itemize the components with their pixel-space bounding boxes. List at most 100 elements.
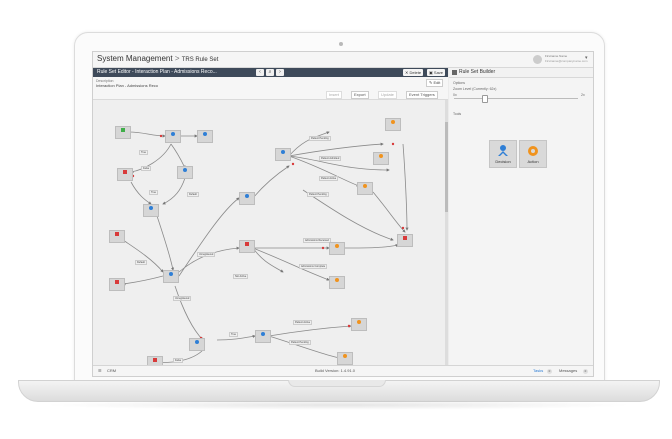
flow-node-stop[interactable]: [109, 230, 125, 243]
pencil-icon: ✎: [429, 80, 433, 85]
avatar[interactable]: [533, 55, 542, 64]
delete-label: Delete: [409, 70, 422, 75]
rule-set-editor-bar: Rule Set Editor - Interaction Plan - Adm…: [93, 68, 448, 77]
flow-node-action[interactable]: [351, 318, 367, 331]
edge-label: Not Active: [233, 274, 249, 279]
edge-label: False: [141, 166, 152, 171]
action-icon: [391, 120, 395, 124]
flow-node-decision[interactable]: [163, 270, 179, 283]
action-icon: [335, 278, 339, 282]
flow-node-decision[interactable]: [189, 338, 205, 351]
decision-tool-tile[interactable]: Decision: [489, 140, 517, 168]
flow-node-action[interactable]: [357, 182, 373, 195]
user-name[interactable]: Firstname Name: [545, 54, 568, 58]
decision-icon: [245, 194, 249, 198]
description-value: Interaction Plan - Admissions Reco: [96, 83, 159, 88]
edge-label: Patient Active: [319, 176, 339, 181]
insert-button[interactable]: Insert: [326, 91, 343, 99]
tasks-count-badge: 0: [547, 369, 552, 374]
save-icon: ▣: [429, 70, 433, 75]
save-button[interactable]: ▣ Save: [427, 69, 446, 76]
flow-node-action[interactable]: [337, 352, 353, 365]
user-email: Firstname@companyname.com: [545, 59, 588, 63]
flow-node-action[interactable]: [373, 152, 389, 165]
edge-label: Default: [135, 260, 147, 265]
edge-label: Admissions Received: [303, 238, 331, 243]
action-icon: [343, 354, 347, 358]
edge-label: True: [139, 150, 149, 155]
flow-node-stop[interactable]: [397, 234, 413, 247]
action-icon: [357, 320, 361, 324]
flow-node-decision[interactable]: [177, 166, 193, 179]
event-triggers-button[interactable]: Event Triggers: [406, 91, 438, 99]
decision-icon: [195, 340, 199, 344]
edge-label: Patient Active: [293, 320, 313, 325]
tasks-link[interactable]: Tasks: [533, 368, 544, 373]
edge-label: Patient Pending: [309, 136, 331, 141]
edge-label: True: [229, 332, 239, 337]
page-title: System Management > TRS Rule Set: [97, 54, 218, 63]
messages-link[interactable]: Messages: [559, 368, 578, 373]
description-toolbar: Description Interaction Plan - Admission…: [93, 77, 448, 100]
flow-node-decision[interactable]: [197, 130, 213, 143]
update-button[interactable]: Update: [378, 91, 397, 99]
action-icon: [379, 154, 383, 158]
prev-button[interactable]: ‹: [256, 69, 264, 76]
action-tool-tile[interactable]: Action: [519, 140, 547, 168]
canvas-scrollbar[interactable]: [445, 100, 448, 365]
stop-icon: [115, 280, 119, 284]
flow-node-stop[interactable]: [109, 278, 125, 291]
zoom-max-label: 2x: [581, 93, 585, 97]
edge-label: True: [149, 190, 159, 195]
edit-button[interactable]: ✎ Edit: [426, 79, 444, 87]
decision-icon: [183, 168, 187, 172]
decision-icon: [261, 332, 265, 336]
breadcrumb-current: TRS Rule Set: [181, 57, 219, 63]
edge-label: False: [173, 358, 184, 363]
flow-node-decision[interactable]: [143, 204, 159, 217]
export-button[interactable]: Export: [351, 91, 369, 99]
zoom-slider-handle[interactable]: [482, 95, 488, 103]
delete-button[interactable]: ✕ Delete: [403, 69, 424, 76]
menu-icon[interactable]: ☰: [98, 368, 102, 373]
flow-node-action[interactable]: [329, 242, 345, 255]
flow-node-start[interactable]: [115, 126, 131, 139]
chevron-down-icon[interactable]: ▾: [585, 55, 588, 61]
app-title[interactable]: System Management: [97, 54, 173, 63]
edit-label: Edit: [433, 80, 441, 85]
screen: System Management > TRS Rule Set Firstna…: [92, 51, 594, 377]
decision-icon: [203, 132, 207, 136]
start-icon: [121, 128, 125, 132]
tools-label: Tools: [453, 112, 462, 116]
flow-node-decision[interactable]: [275, 148, 291, 161]
edge-label: Default: [187, 192, 199, 197]
flow-node-action[interactable]: [329, 276, 345, 289]
decision-icon: [281, 150, 285, 154]
edge-label: Admissions Complete: [299, 264, 328, 269]
laptop-shadow: [40, 400, 636, 410]
rule-set-builder-panel: Options Zoom Level (Currently: 62x) 0x 2…: [449, 78, 593, 365]
app-header: System Management > TRS Rule Set Firstna…: [93, 52, 593, 68]
messages-count-badge: 0: [583, 369, 588, 374]
editor-title: Rule Set Editor - Interaction Plan - Adm…: [97, 69, 217, 75]
flow-node-stop[interactable]: [239, 240, 255, 253]
decision-icon: [171, 132, 175, 136]
edge-label: Patient Pending: [307, 192, 329, 197]
zoom-slider-track[interactable]: [454, 98, 578, 99]
search-icon[interactable]: ⌕: [266, 69, 274, 76]
crm-label[interactable]: CRM: [107, 368, 117, 373]
flow-node-stop[interactable]: [117, 168, 133, 181]
builder-icon: [452, 70, 457, 75]
flow-node-decision[interactable]: [255, 330, 271, 343]
flow-node-decision[interactable]: [239, 192, 255, 205]
next-button[interactable]: ›: [276, 69, 284, 76]
rule-flow-canvas[interactable]: True False True Default Default Unregist…: [93, 100, 445, 369]
edge-label: Unregistered: [197, 252, 216, 257]
canvas-scrollbar-thumb[interactable]: [445, 122, 448, 212]
flow-node-decision[interactable]: [165, 130, 181, 143]
decision-icon: [169, 272, 173, 276]
breadcrumb-separator: >: [174, 54, 180, 63]
stop-icon: [115, 232, 119, 236]
options-label: Options: [453, 81, 466, 85]
flow-node-action[interactable]: [385, 118, 401, 131]
